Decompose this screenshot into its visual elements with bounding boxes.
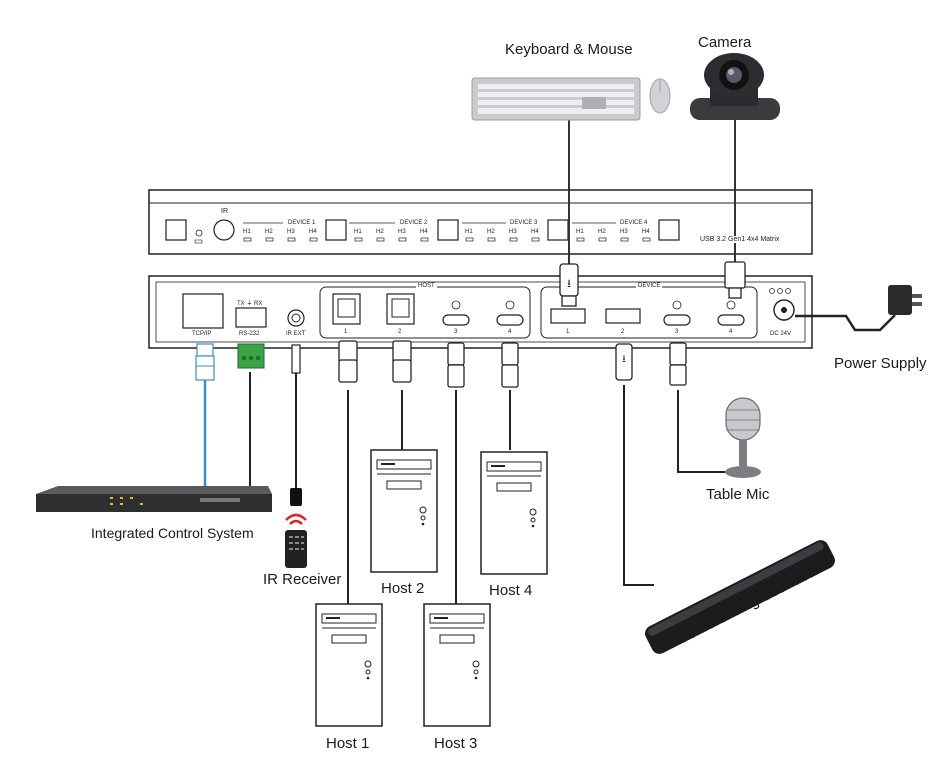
front-panel bbox=[148, 189, 813, 255]
host-3-label: Host 3 bbox=[434, 735, 478, 752]
table-mic-label: Table Mic bbox=[706, 486, 770, 503]
device-port-number: 1 bbox=[566, 329, 570, 335]
host-4-label: Host 4 bbox=[489, 582, 533, 599]
led-label: H2 bbox=[598, 229, 606, 235]
plugs: ⭳ ⭳ bbox=[195, 261, 746, 388]
soundbar-icon bbox=[645, 540, 835, 654]
led-label: H4 bbox=[531, 229, 539, 235]
device-port-number: 4 bbox=[729, 329, 733, 335]
svg-text:⭳: ⭳ bbox=[567, 277, 571, 290]
front-usb-port bbox=[165, 219, 187, 241]
table-mic-icon bbox=[725, 397, 761, 478]
led-label: H3 bbox=[509, 229, 517, 235]
power-supply-label: Power Supply bbox=[834, 355, 927, 372]
led-label: H2 bbox=[265, 229, 273, 235]
host-group-label: HOST bbox=[416, 283, 437, 289]
led-label: H3 bbox=[398, 229, 406, 235]
model-label: USB 3.2 Gen1 4x4 Matrix bbox=[700, 236, 780, 243]
control-system-label: Integrated Control System bbox=[91, 525, 254, 541]
led-label: H3 bbox=[620, 229, 628, 235]
host-usb-c-port-4 bbox=[496, 314, 524, 326]
power-icon bbox=[195, 229, 203, 237]
keyboard-icon bbox=[471, 77, 641, 121]
camera-label: Camera bbox=[698, 34, 752, 51]
group-label-3: DEVICE 3 bbox=[510, 220, 538, 226]
led-label: H2 bbox=[487, 229, 495, 235]
device-usb-c-port-4 bbox=[717, 314, 745, 326]
group-label-4: DEVICE 4 bbox=[620, 220, 648, 226]
device-port-number: 2 bbox=[621, 329, 625, 335]
led-label: H3 bbox=[287, 229, 295, 235]
svg-text:⭳: ⭳ bbox=[622, 354, 626, 365]
tcpip-port bbox=[182, 293, 224, 329]
camera-icon bbox=[690, 53, 780, 120]
mouse-icon bbox=[649, 78, 671, 114]
led-label: H1 bbox=[465, 229, 473, 235]
device-usb-c-port-3 bbox=[663, 314, 691, 326]
host-usb-c-port-3 bbox=[442, 314, 470, 326]
rs232-label: RS-232 bbox=[239, 331, 260, 337]
led-label: H4 bbox=[309, 229, 317, 235]
device-port-number: 3 bbox=[675, 329, 679, 335]
control-system-icon bbox=[36, 486, 272, 512]
host-3-pc-icon bbox=[423, 603, 491, 727]
device-group-label: DEVICE bbox=[636, 283, 663, 289]
led-label: H4 bbox=[642, 229, 650, 235]
cables bbox=[203, 118, 896, 605]
host-2-pc-icon bbox=[370, 449, 438, 573]
host-1-label: Host 1 bbox=[326, 735, 370, 752]
host-1-pc-icon bbox=[315, 603, 383, 727]
led-label: H4 bbox=[420, 229, 428, 235]
host-port-number: 2 bbox=[398, 329, 402, 335]
ir-receiver-icon bbox=[285, 488, 307, 568]
device-usb-a-port-2 bbox=[605, 308, 641, 324]
ir-window bbox=[213, 219, 235, 241]
led-label: H1 bbox=[243, 229, 251, 235]
ir-ext-label: IR EXT bbox=[286, 331, 306, 337]
group-label-2: DEVICE 2 bbox=[400, 220, 428, 226]
led-label: H2 bbox=[376, 229, 384, 235]
ir-receiver-label: IR Receiver bbox=[263, 571, 342, 588]
group-label-1: DEVICE 1 bbox=[288, 220, 316, 226]
rear-panel bbox=[148, 275, 813, 349]
ir-label: IR bbox=[221, 208, 228, 215]
rs232-port bbox=[235, 307, 267, 328]
host-2-label: Host 2 bbox=[381, 580, 425, 597]
host-port-number: 1 bbox=[344, 329, 348, 335]
led-label: H1 bbox=[354, 229, 362, 235]
device-usb-a-port-1 bbox=[550, 308, 586, 324]
dc-label: DC 24V bbox=[770, 331, 792, 337]
rs232-pin-label: TX ⏚ RX bbox=[237, 301, 263, 307]
power-supply-icon bbox=[888, 285, 922, 315]
host-4-pc-icon bbox=[480, 451, 548, 575]
led-label: H1 bbox=[576, 229, 584, 235]
tcpip-label: TCP/IP bbox=[192, 331, 212, 337]
keyboard-mouse-label: Keyboard & Mouse bbox=[505, 41, 633, 58]
host-port-number: 3 bbox=[454, 329, 458, 335]
host-port-number: 4 bbox=[508, 329, 512, 335]
